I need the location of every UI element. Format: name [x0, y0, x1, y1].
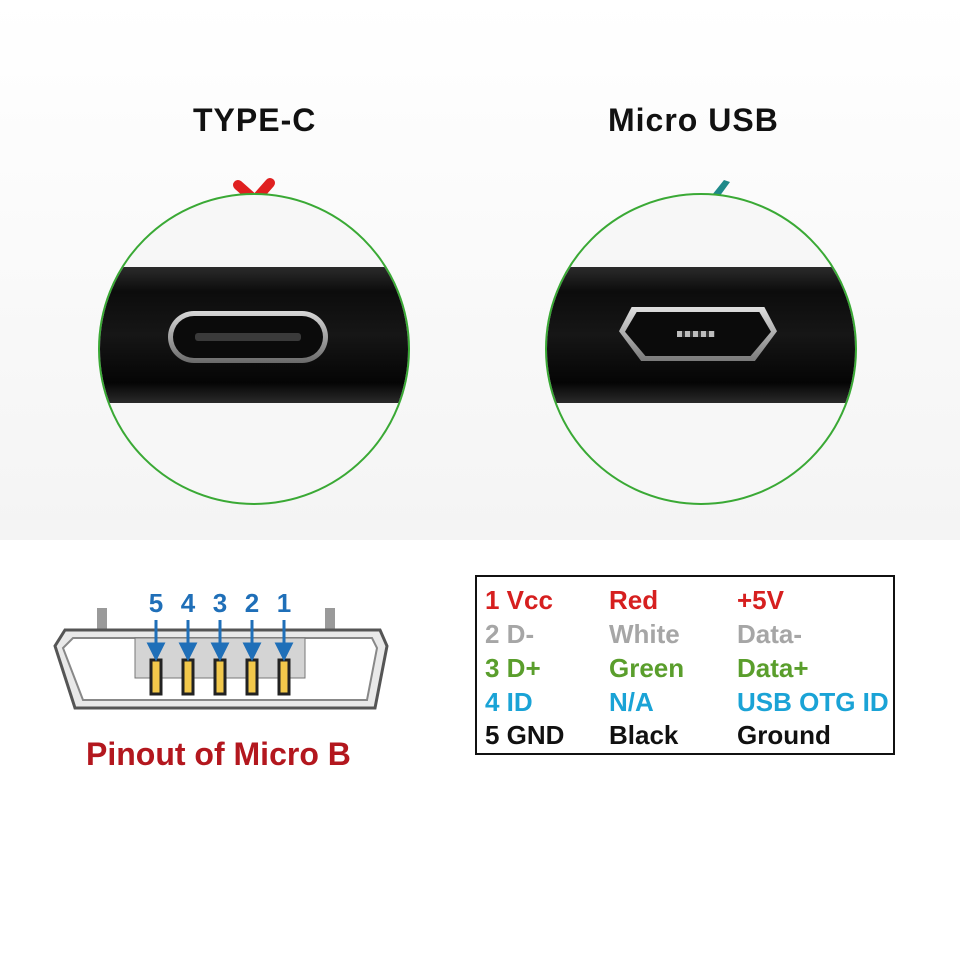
- signal-cell: Data-: [737, 619, 803, 649]
- pin-number-3: 3: [212, 588, 228, 618]
- pin-cell: 4 ID: [485, 687, 533, 717]
- wire-color-cell: Red: [609, 585, 659, 615]
- signal-cell: Data+: [737, 653, 809, 683]
- signal-cell: USB OTG ID: [737, 687, 889, 717]
- pin-cell: 5 GND: [485, 720, 565, 750]
- pin-cell: 3 D+: [485, 653, 541, 683]
- micro-b-connector-shape: [53, 608, 389, 710]
- pinout-caption: Pinout of Micro B: [86, 736, 351, 772]
- wire-color-cell: N/A: [609, 687, 654, 717]
- signal-cell: +5V: [737, 585, 784, 615]
- type-c-port: [168, 311, 328, 363]
- pin-cell: 2 D-: [485, 619, 535, 649]
- type-c-tongue: [195, 333, 301, 341]
- wire-color-cell: White: [609, 619, 680, 649]
- wire-color-cell: Black: [609, 720, 679, 750]
- micro-b-pin-diagram: 5 4 3 2 1: [45, 578, 405, 738]
- wire-color-cell: Green: [609, 653, 685, 683]
- micro-usb-pins: [677, 331, 715, 337]
- pin-assignment-table: 1 Vcc Red +5V 2 D- White Data- 3 D+ Gree…: [475, 575, 895, 755]
- type-c-title: TYPE-C: [193, 102, 317, 138]
- pin-cell: 1 Vcc: [485, 585, 553, 615]
- pin-arrows: [146, 620, 294, 662]
- micro-usb-cable: [547, 267, 855, 403]
- pin-number-1: 1: [276, 588, 292, 618]
- pin-number-4: 4: [180, 588, 196, 618]
- signal-cell: Ground: [737, 720, 831, 750]
- micro-usb-title: Micro USB: [608, 102, 779, 138]
- pin-number-5: 5: [148, 588, 164, 618]
- pin-number-2: 2: [244, 588, 260, 618]
- micro-usb-circle: [545, 193, 857, 505]
- type-c-circle: [98, 193, 410, 505]
- type-c-cable: [100, 267, 408, 403]
